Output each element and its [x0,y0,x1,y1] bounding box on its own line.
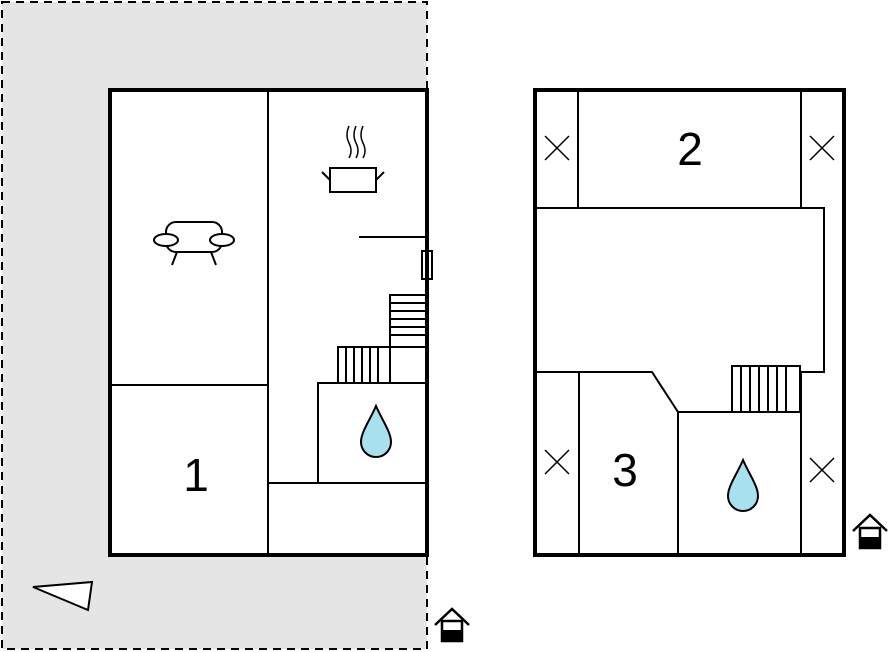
ground-floor: 1 [108,88,433,557]
room-label-1: 1 [183,449,209,501]
cooking-pot-icon [321,125,385,193]
ground-floor-stairs [337,294,428,384]
water-drop-icon [359,403,393,458]
upper-floor-outer-walls [533,88,846,557]
cross-icon [544,135,835,483]
house-entrance-icon [434,607,470,643]
ground-floor-outer-walls [108,88,429,557]
upper-floor: 2 3 [533,88,846,557]
water-drop-icon [726,457,760,512]
sofa-icon [153,221,235,266]
room-label-2: 2 [677,123,703,175]
upper-floor-interior [535,90,844,555]
room-label-3: 3 [612,444,638,496]
house-entrance-icon [852,513,888,550]
upper-floor-stairs [731,365,801,413]
direction-arrow-icon [32,580,94,612]
